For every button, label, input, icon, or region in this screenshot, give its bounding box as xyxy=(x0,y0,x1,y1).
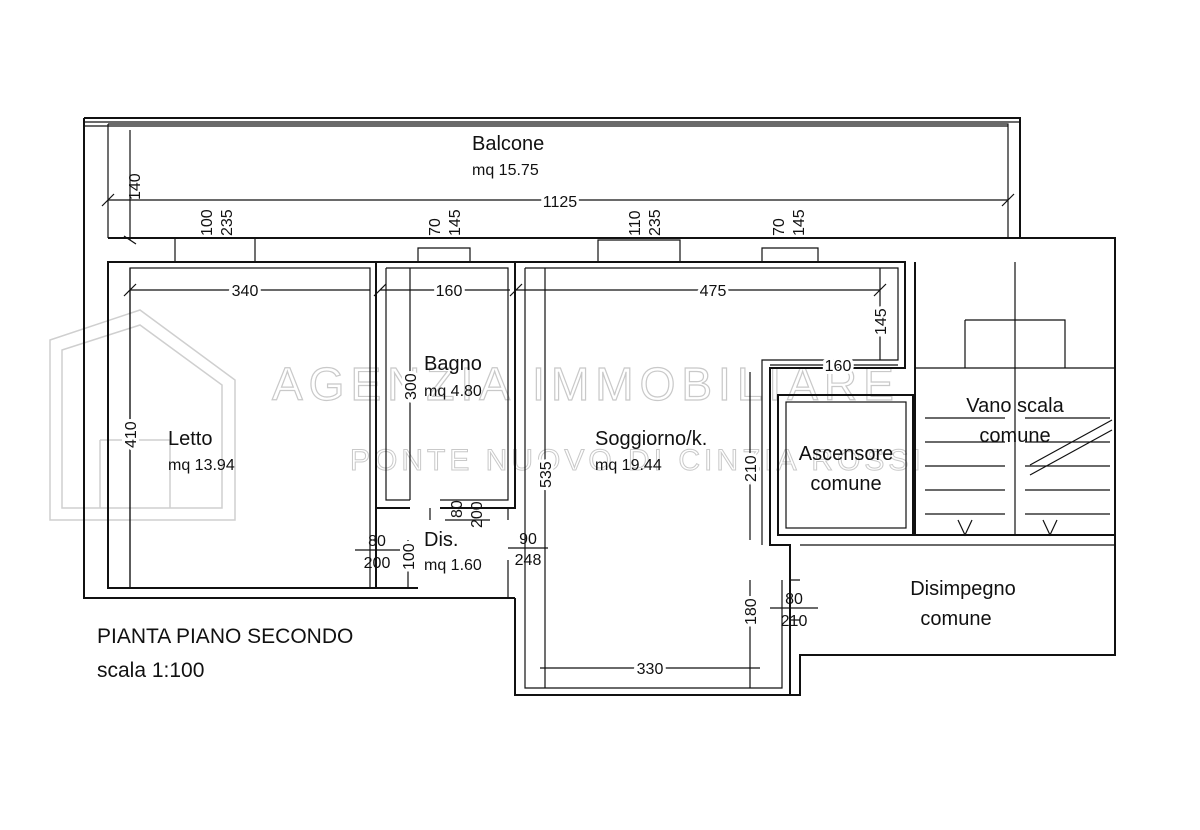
dim-balcone-depth: 140 xyxy=(127,173,144,200)
dim-win2-top: 145 xyxy=(447,209,464,236)
dim-win4-top: 145 xyxy=(791,209,808,236)
dim-door-sogg-h: 248 xyxy=(515,552,542,569)
room-disimpegno xyxy=(790,544,1115,621)
dim-soggiorno-bottom: 330 xyxy=(637,661,664,678)
dim-letto-width: 340 xyxy=(232,283,259,300)
room-vano-scala xyxy=(914,262,1115,537)
area-bagno: mq 4.80 xyxy=(424,383,482,400)
dim-soggiorno-depth: 535 xyxy=(538,461,555,488)
area-soggiorno: mq 19.44 xyxy=(595,457,662,474)
dimension-lines xyxy=(101,130,1015,688)
dim-soggiorno-step: 145 xyxy=(873,308,890,335)
area-dis: mq 1.60 xyxy=(424,557,482,574)
door-marks xyxy=(355,519,818,609)
balcony-outline xyxy=(83,117,1021,599)
area-letto: mq 13.94 xyxy=(168,457,235,474)
watermark-house-icon xyxy=(49,309,236,521)
facade-wall xyxy=(108,237,1116,696)
dim-door-letto-w: 80 xyxy=(368,533,386,550)
dim-win1-top: 235 xyxy=(219,209,236,236)
dim-bagno-depth: 300 xyxy=(403,373,420,400)
dim-soggiorno-lower: 180 xyxy=(743,598,760,625)
label-ascensore-2: comune xyxy=(810,473,881,495)
dim-dis-depth: 100 xyxy=(401,543,418,570)
dim-bagno-width: 160 xyxy=(436,283,463,300)
label-disimpegno-1: Disimpegno xyxy=(910,578,1016,600)
dim-win3-h: 110 xyxy=(627,210,644,236)
dim-total-width: 1125 xyxy=(543,194,578,211)
label-dis: Dis. xyxy=(424,529,458,551)
plan-scale: scala 1:100 xyxy=(97,659,204,682)
dim-door-ingresso-w: 80 xyxy=(785,591,803,608)
label-vano-scala-2: comune xyxy=(979,425,1050,447)
dim-win2-h: 70 xyxy=(427,218,444,236)
dim-ascensore-width: 160 xyxy=(825,358,852,375)
label-soggiorno: Soggiorno/k. xyxy=(595,428,707,450)
facade-wall-inner xyxy=(108,238,905,263)
label-vano-scala-1: Vano scala xyxy=(966,395,1064,417)
dim-door-bagno-w: 80 xyxy=(449,500,466,518)
dim-door-sogg-w: 90 xyxy=(519,531,537,548)
plan-title: PIANTA PIANO SECONDO xyxy=(97,625,353,648)
dim-door-bagno-h: 200 xyxy=(469,501,486,528)
dim-win1-h: 100 xyxy=(199,209,216,236)
dim-door-ingresso-h: 210 xyxy=(781,613,808,630)
label-letto: Letto xyxy=(168,428,212,450)
label-bagno: Bagno xyxy=(424,353,482,375)
area-balcone: mq 15.75 xyxy=(472,162,539,179)
room-ascensore xyxy=(777,394,914,536)
dim-ascensore-height: 210 xyxy=(743,455,760,482)
label-ascensore-1: Ascensore xyxy=(799,443,894,465)
dim-letto-depth: 410 xyxy=(123,421,140,448)
room-dis xyxy=(375,508,509,598)
room-soggiorno xyxy=(515,261,906,695)
label-disimpegno-2: comune xyxy=(920,608,991,630)
dim-soggiorno-width: 475 xyxy=(700,283,727,300)
dim-door-letto-h: 200 xyxy=(364,555,391,572)
room-letto xyxy=(107,261,377,589)
room-bagno xyxy=(376,261,516,509)
label-balcone: Balcone xyxy=(472,133,544,155)
dim-win3-top: 235 xyxy=(647,209,664,236)
dim-win4-h: 70 xyxy=(771,218,788,236)
watermark-agency-owner: PONTE NUOVO DI CINZIA ROSSI xyxy=(350,444,925,477)
